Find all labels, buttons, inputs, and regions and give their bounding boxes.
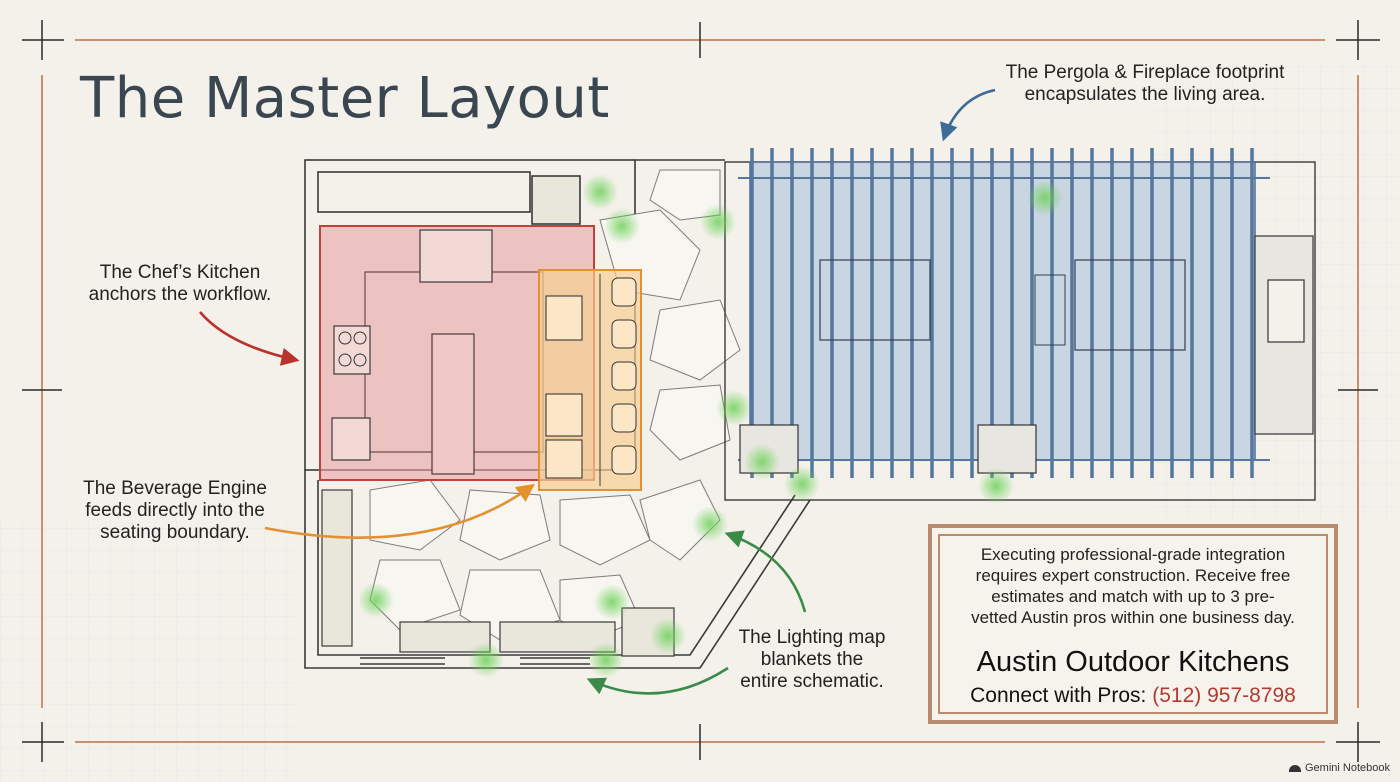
cta-box: Executing professional-grade integration…: [928, 524, 1338, 724]
beverage-engine-zone: [538, 269, 642, 491]
cta-brand: Austin Outdoor Kitchens: [976, 646, 1290, 678]
pergola-arrow: [940, 88, 996, 142]
lighting-callout-line: blankets the: [760, 649, 864, 670]
pergola-callout: The Pergola & Fireplace footprint encaps…: [985, 62, 1305, 106]
cta-connect-label: Connect with Pros:: [970, 684, 1147, 707]
lighting-callout: The Lighting map blankets the entire sch…: [722, 627, 902, 693]
registration-marks: [22, 20, 1380, 762]
kitchen-callout-line: anchors the workflow.: [88, 284, 272, 305]
lighting-arrow-lower: [586, 666, 729, 695]
cta-body-line: requires expert construction. Receive fr…: [975, 566, 1291, 585]
light-fixture-icon: [582, 174, 618, 210]
pergola-zone: [724, 148, 1316, 501]
kitchen-callout: The Chef’s Kitchen anchors the workflow.: [80, 262, 280, 306]
watermark-text: Gemini Notebook: [1305, 762, 1390, 774]
lighting-map: [358, 174, 1063, 678]
light-fixture-icon: [588, 642, 624, 678]
cta-body: Executing professional-grade integration…: [942, 544, 1324, 628]
light-fixture-icon: [594, 584, 630, 620]
light-fixture-icon: [978, 468, 1014, 504]
light-fixture-icon: [716, 390, 752, 426]
pergola-callout-line: The Pergola & Fireplace footprint: [1005, 62, 1285, 83]
beverage-arrow: [264, 483, 535, 539]
beverage-callout-line: The Beverage Engine: [83, 478, 267, 499]
beverage-callout: The Beverage Engine feeds directly into …: [70, 478, 280, 544]
kitchen-callout-line: The Chef’s Kitchen: [99, 262, 261, 283]
cta-inner-border: [938, 534, 1328, 714]
light-fixture-icon: [692, 506, 728, 542]
beverage-callout-line: feeds directly into the: [85, 500, 265, 521]
light-fixture-icon: [604, 208, 640, 244]
light-fixture-icon: [1027, 180, 1063, 216]
pergola-callout-line: encapsulates the living area.: [1024, 84, 1266, 105]
lighting-callout-line: The Lighting map: [738, 627, 886, 648]
watermark: Gemini Notebook: [1289, 762, 1390, 774]
light-fixture-icon: [358, 582, 394, 618]
beverage-callout-line: seating boundary.: [100, 522, 250, 543]
light-fixture-icon: [784, 466, 820, 502]
cta-body-line: estimates and match with up to 3 pre-: [991, 587, 1275, 606]
cta-body-line: Executing professional-grade integration: [980, 545, 1286, 564]
light-fixture-icon: [700, 204, 736, 240]
lighting-callout-line: entire schematic.: [740, 671, 884, 692]
kitchen-arrow: [199, 311, 300, 366]
cta-connect: Connect with Pros: (512) 957-8798: [932, 684, 1334, 708]
light-fixture-icon: [650, 618, 686, 654]
lighting-arrow-upper: [724, 530, 807, 613]
light-fixture-icon: [468, 642, 504, 678]
page-title: The Master Layout: [80, 66, 610, 131]
gemini-logo-icon: [1289, 764, 1301, 772]
cta-body-line: vetted Austin pros within one business d…: [971, 608, 1295, 627]
cta-phone-link[interactable]: (512) 957-8798: [1152, 684, 1296, 707]
light-fixture-icon: [744, 444, 780, 480]
